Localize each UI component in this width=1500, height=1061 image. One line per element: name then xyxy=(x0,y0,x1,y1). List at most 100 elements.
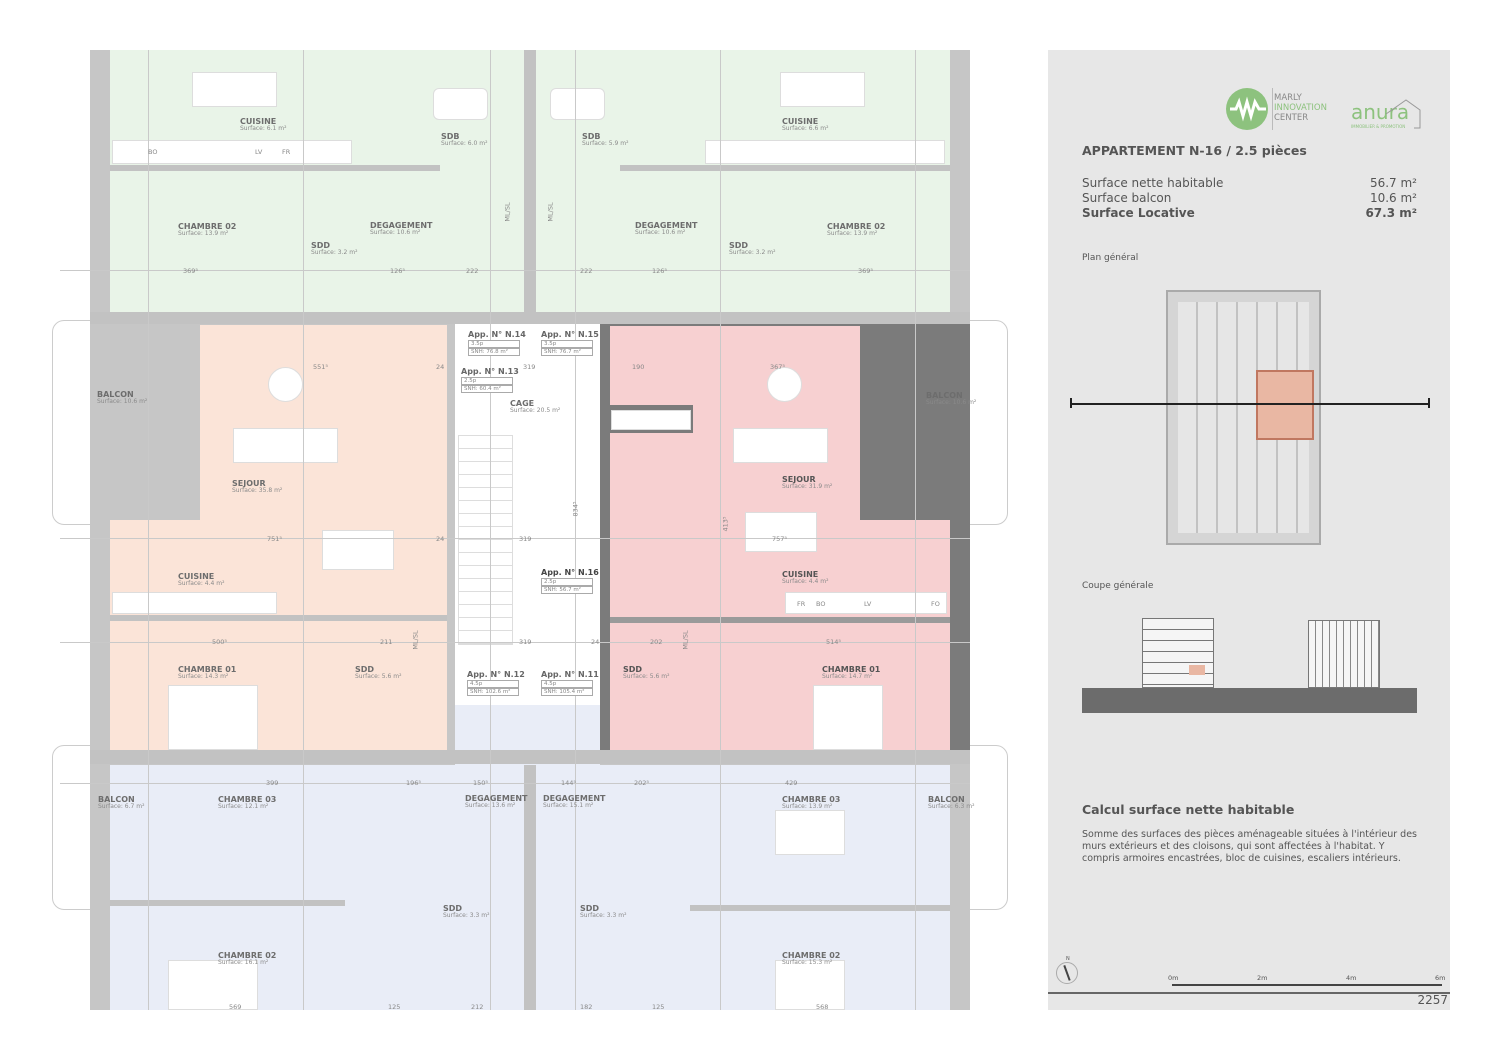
room-label: SEJOUR31.9 xyxy=(782,475,832,491)
room-name: CHAMBRE 02 xyxy=(218,951,277,960)
dimension-label: 196⁵ xyxy=(406,779,422,787)
room-surface: 14.7 xyxy=(822,673,880,681)
room-label: SDB5.9 xyxy=(582,132,629,148)
room-surface: 4.4 xyxy=(178,580,225,588)
room-label: CHAMBRE 0216.1 xyxy=(218,951,276,967)
building-a-section xyxy=(1142,618,1214,688)
dimension-label: 202 xyxy=(650,638,663,646)
dimension-label: 568 xyxy=(816,1003,829,1011)
room-surface: 5.6 xyxy=(623,673,670,681)
dimension-label: 150⁵ xyxy=(473,779,489,787)
apartment-tag: App. N° N.124.5p102.6 xyxy=(467,670,525,696)
scale-bar xyxy=(1172,983,1442,986)
room-surface: 15.1 xyxy=(543,802,605,810)
room-name: CHAMBRE 02 xyxy=(827,222,886,231)
apartment-tag: App. N° N.114.5p105.4 xyxy=(541,670,599,696)
room-surface: 35.8 xyxy=(232,487,282,495)
room-surface: 13.9 xyxy=(827,230,885,238)
apartment-name: App. N° N.14 xyxy=(468,330,526,339)
anura-logo-subtitle: IMMOBILIER & PROMOTION xyxy=(1351,124,1406,129)
room-label: DEGAGEMENT10.6 xyxy=(370,221,432,237)
room-label: SDD3.2 xyxy=(729,241,776,257)
room-label: BALCON10.6 xyxy=(97,390,147,406)
section-cut-marker xyxy=(1070,398,1072,408)
dimension-label: 190 xyxy=(632,363,645,371)
round-table xyxy=(268,367,303,402)
dining-table xyxy=(780,72,865,107)
room-name: CUISINE xyxy=(178,572,215,581)
room-surface: 13.9 xyxy=(782,803,840,811)
room-label: CAGE20.5 xyxy=(510,399,560,415)
logo-line: MARLY xyxy=(1274,93,1302,103)
page-number: 2257 xyxy=(1417,993,1448,1007)
bed xyxy=(168,960,258,1010)
room-surface: 31.9 xyxy=(782,483,832,491)
dining-table xyxy=(192,72,277,107)
room-label: SEJOUR35.8 xyxy=(232,479,282,495)
dimension-label: 429 xyxy=(785,779,798,787)
calc-description: Somme des surfaces des pièces aménageabl… xyxy=(1082,829,1418,864)
plan-general-label: Plan général xyxy=(1082,253,1139,263)
apartment-snh: 56.7 xyxy=(541,585,593,594)
room-label: BALCON6.7 xyxy=(98,795,145,811)
building-b-section xyxy=(1308,620,1380,688)
logo-line: INNOVATION xyxy=(1274,103,1327,113)
room-name: DEGAGEMENT xyxy=(543,794,606,803)
dimension-label: 222 xyxy=(580,267,593,275)
apartment-rooms: 2.5p xyxy=(461,376,513,385)
bed xyxy=(775,810,845,855)
apartment-rooms: 4.5p xyxy=(467,679,519,688)
marly-logo-text: MARLY INNOVATION CENTER xyxy=(1274,93,1327,123)
wall xyxy=(90,750,970,764)
room-surface: 5.9 xyxy=(582,140,629,148)
room-label: CHAMBRE 0114.3 xyxy=(178,665,236,681)
dimension-label: 319 xyxy=(519,638,532,646)
room-name: CHAMBRE 03 xyxy=(782,795,841,804)
room-name: CHAMBRE 02 xyxy=(782,951,841,960)
mini-plan-rooms xyxy=(1178,302,1309,533)
room-surface: 6.0 xyxy=(441,140,488,148)
scale-label: 6m xyxy=(1435,974,1446,982)
room-name: SDD xyxy=(443,904,463,913)
house-outline-icon xyxy=(1385,99,1421,129)
grid-line xyxy=(303,50,304,1010)
wall xyxy=(524,765,536,1010)
apartment-name: App. N° N.16 xyxy=(541,568,599,577)
room-name: SDB xyxy=(441,132,460,141)
room-label: CHAMBRE 0213.9 xyxy=(178,222,236,238)
room-surface: 3.3 xyxy=(443,912,490,920)
grid-line xyxy=(60,642,970,643)
fixture-label: FR xyxy=(282,148,291,156)
room-name: CHAMBRE 02 xyxy=(178,222,237,231)
apartment-name: App. N° N.11 xyxy=(541,670,599,679)
bathtub xyxy=(550,88,605,120)
summary-label: Surface Locative xyxy=(1082,206,1195,220)
info-panel: MARLY INNOVATION CENTER anura IMMOBILIER… xyxy=(1048,50,1450,1010)
wall xyxy=(620,165,950,171)
dimension-label: 202⁵ xyxy=(634,779,650,787)
grid-line xyxy=(60,783,970,784)
dimension-label: 369⁵ xyxy=(183,267,199,275)
apartment-n16-wing xyxy=(610,520,950,751)
room-name: CHAMBRE 03 xyxy=(218,795,277,804)
room-label: SDD3.3 xyxy=(580,904,627,920)
dimension-label: 500⁵ xyxy=(212,638,228,646)
wave-icon xyxy=(1230,96,1266,122)
dimension-label: 126⁵ xyxy=(390,267,406,275)
room-name: SEJOUR xyxy=(232,479,266,488)
ground-section xyxy=(1082,688,1417,713)
apartment-rooms: 3.5p xyxy=(468,339,520,348)
room-surface: 6.7 xyxy=(98,803,145,811)
room-name: BALCON xyxy=(97,390,134,399)
room-label: DEGAGEMENT15.1 xyxy=(543,794,605,810)
grid-line xyxy=(575,50,576,1010)
grid-line xyxy=(60,538,970,539)
dimension-label: 399 xyxy=(266,779,279,787)
wall xyxy=(110,615,447,621)
summary-value: 56.7 xyxy=(1370,176,1417,190)
fixture-label: BO xyxy=(816,600,826,608)
apartment-snh: 76.7 xyxy=(541,347,593,356)
fixture-label: ML/SL xyxy=(503,202,512,222)
room-surface: 14.3 xyxy=(178,673,236,681)
room-name: CUISINE xyxy=(782,117,819,126)
